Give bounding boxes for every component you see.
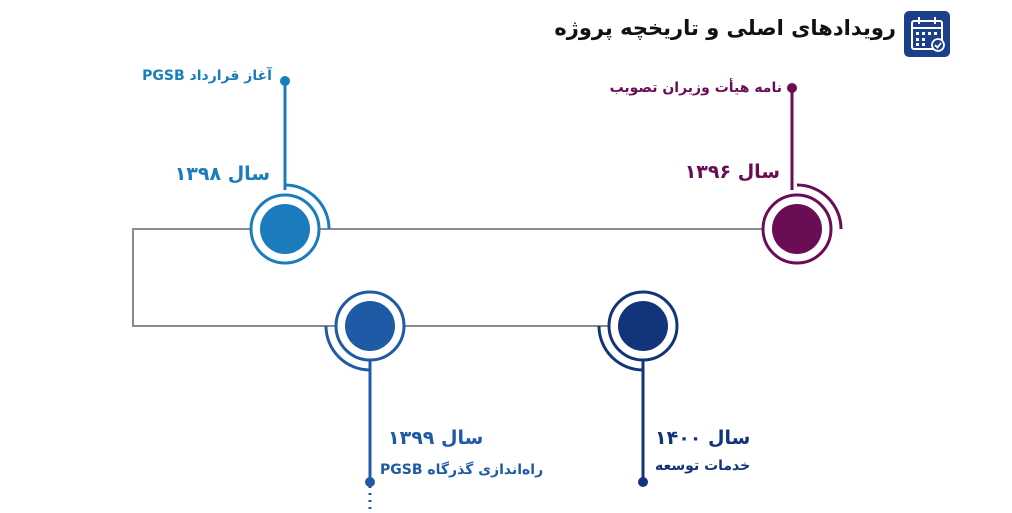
milestone-1399-node [324, 290, 406, 513]
milestone-1398-event: آغاز قرارداد PGSB [142, 68, 272, 84]
milestone-1396-event: نامه هیأت وزیران تصویب [609, 80, 782, 96]
timeline-path [132, 228, 797, 327]
page-title: رویدادهای اصلی و تاریخچه پروژه [554, 16, 896, 40]
milestone-1399-event: راه‌اندازی گذرگاه PGSB [380, 462, 544, 478]
milestone-1396-year: سال ۱۳۹۶ [684, 161, 780, 183]
milestone-1400-year: سال ۱۴۰۰ [655, 427, 751, 449]
milestone-1396-node [761, 83, 843, 265]
milestone-1400-event: خدمات توسعه [655, 458, 751, 474]
milestone-1398-year: سال ۱۳۹۸ [174, 163, 270, 185]
milestone-1399-year: سال ۱۳۹۹ [388, 427, 484, 449]
calendar-check-icon [904, 11, 950, 57]
milestone-1398-node [249, 76, 331, 265]
milestone-1400-node [597, 290, 679, 487]
